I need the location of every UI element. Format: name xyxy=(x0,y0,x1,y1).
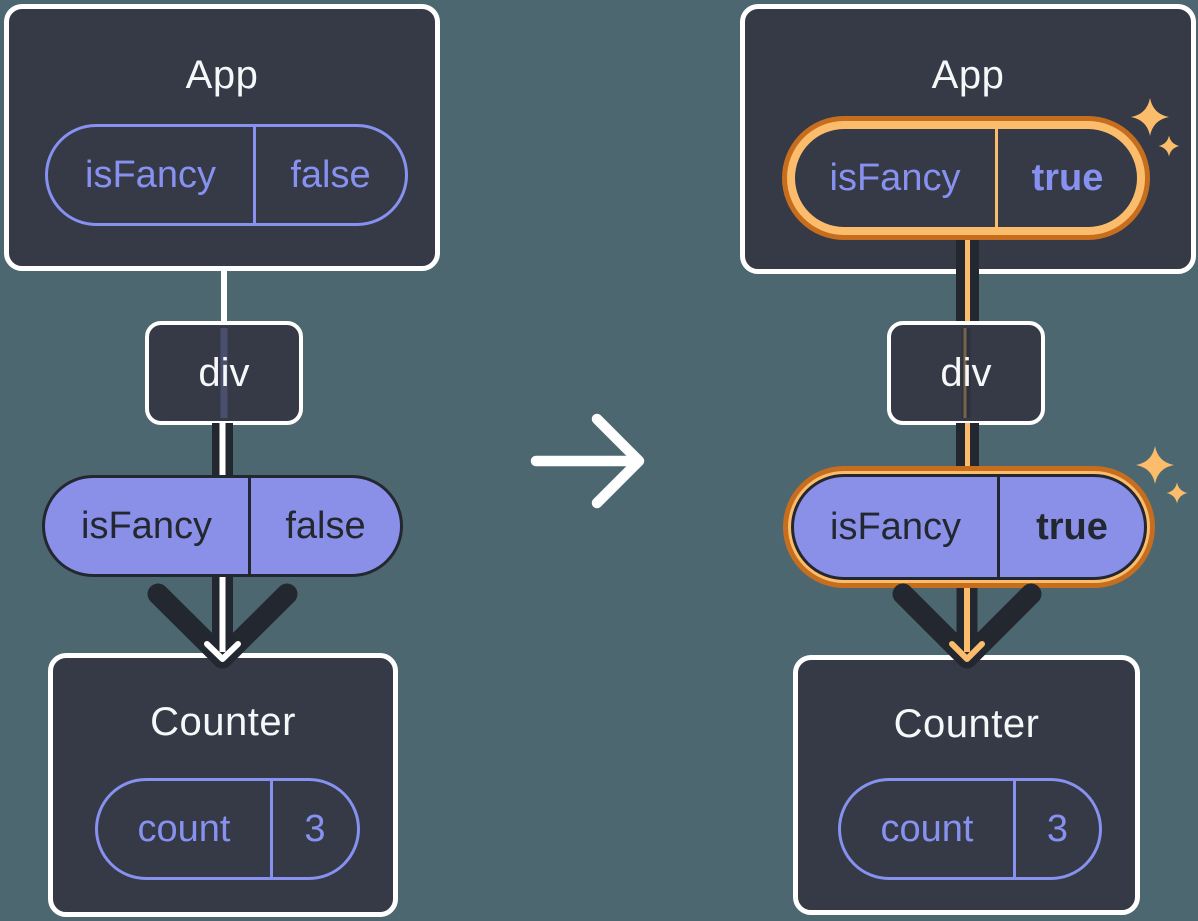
counter-component-box-after: Counter count 3 xyxy=(793,655,1140,915)
connector-app-to-div xyxy=(221,268,227,324)
arrow-right-icon xyxy=(530,413,645,509)
connector-app-to-div xyxy=(955,230,979,325)
app-component-box-before: App isFancy false xyxy=(4,4,440,271)
sparkle-icon xyxy=(1136,446,1188,504)
component-title: App xyxy=(185,53,259,97)
component-title: App xyxy=(931,53,1005,97)
arrow-down-icon xyxy=(147,577,298,669)
counter-state-pill-before: count 3 xyxy=(95,778,360,880)
prop-value: true xyxy=(1036,505,1108,548)
counter-state-pill-after: count 3 xyxy=(838,778,1102,880)
state-name: count xyxy=(98,781,273,877)
component-title: Counter xyxy=(150,700,296,744)
prop-name: isFancy xyxy=(48,127,256,223)
prop-name: isFancy xyxy=(794,477,1000,577)
counter-component-box-before: Counter count 3 xyxy=(48,653,398,917)
prop-value: true xyxy=(1031,156,1104,199)
state-name: count xyxy=(841,781,1016,877)
state-value: 3 xyxy=(304,807,326,850)
prop-name: isFancy xyxy=(45,478,251,574)
passed-prop-pill-before: isFancy false xyxy=(42,475,403,577)
prop-name: isFancy xyxy=(795,129,998,227)
element-label: div xyxy=(198,350,250,395)
div-element-box-before: div xyxy=(145,321,303,425)
app-prop-pill-after-highlight: isFancy true xyxy=(782,116,1150,240)
connector-div-to-prop xyxy=(955,423,979,470)
sparkle-icon xyxy=(1131,98,1180,157)
passed-prop-pill-after-highlight: isFancy true xyxy=(783,466,1155,588)
element-label: div xyxy=(940,350,992,395)
passed-prop-pill-after: isFancy true xyxy=(791,474,1147,580)
app-prop-pill-before: isFancy false xyxy=(45,124,408,226)
arrow-down-icon xyxy=(892,583,1042,669)
app-prop-pill-after: isFancy true xyxy=(795,129,1137,227)
div-element-box-after: div xyxy=(887,321,1045,425)
state-value: 3 xyxy=(1046,807,1069,850)
prop-value: false xyxy=(290,153,371,196)
prop-value: false xyxy=(285,504,366,547)
component-title: Counter xyxy=(893,702,1040,746)
connector-div-to-prop xyxy=(212,423,233,478)
